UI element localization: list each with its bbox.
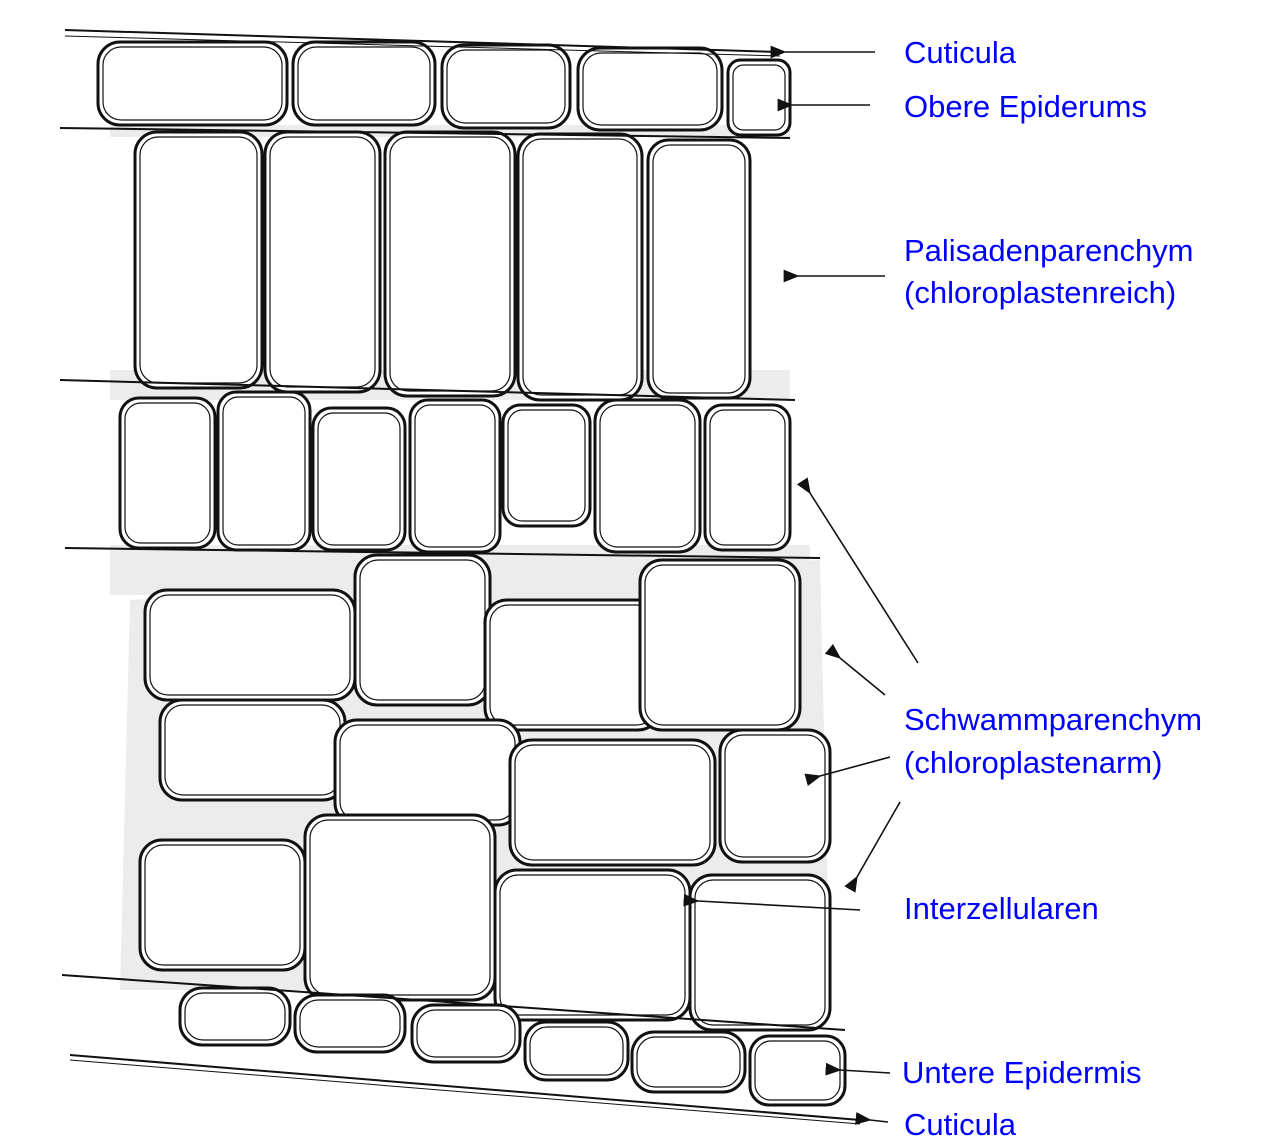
spongy-cell <box>353 553 492 707</box>
palisade-cell <box>216 390 312 552</box>
spongy-cell <box>493 868 692 1022</box>
cuticula-lines <box>59 29 861 1125</box>
palisade-cell-inner-wall <box>414 404 496 548</box>
lower-epidermis-cell <box>178 986 292 1047</box>
upper-epidermis-cell-inner-wall <box>102 46 283 121</box>
palisade-cell <box>593 398 702 554</box>
spongy-cell <box>483 598 662 732</box>
label-spongy: Schwammparenchym <box>904 702 1203 737</box>
palisade-cell <box>118 396 217 550</box>
upper-epidermis-cell <box>291 40 437 127</box>
spongy-cell-inner-wall <box>644 564 796 726</box>
label-arrows <box>683 45 919 1125</box>
palisade-cell <box>383 130 517 398</box>
spongy-cell-inner-wall <box>514 744 711 861</box>
lower-epidermis-cell <box>523 1020 630 1082</box>
lower-epidermis-cell-inner-wall <box>416 1009 516 1058</box>
label-intercellular: Interzellularen <box>904 891 1099 926</box>
label-palisade-note: (chloroplastenreich) <box>904 275 1177 310</box>
palisade-cell-inner-wall <box>709 409 786 546</box>
spongy-cell <box>333 718 522 827</box>
label-lower-epidermis: Untere Epidermis <box>902 1055 1142 1090</box>
label-upper-epidermis: Obere Epiderums <box>904 89 1147 124</box>
spongy-cell <box>303 813 497 1002</box>
spongy-cell <box>688 873 832 1032</box>
palisade-cell-inner-wall <box>124 402 211 544</box>
label-cuticula-top: Cuticula <box>904 35 1016 70</box>
spongy-cell-inner-wall <box>499 874 686 1016</box>
lower-epidermis-cell <box>630 1030 747 1094</box>
upper-epidermis-cell <box>726 58 792 137</box>
spongy-cell-inner-wall <box>149 594 351 696</box>
palisade-cell <box>311 406 407 552</box>
cells <box>96 40 847 1107</box>
spongy-cell-inner-wall <box>309 819 491 996</box>
upper-epidermis-cell-inner-wall <box>582 52 718 126</box>
spongy-cell <box>138 838 307 972</box>
spongy-cell-inner-wall <box>724 734 826 858</box>
palisade-cell <box>646 138 752 400</box>
lower-epidermis-cell <box>293 993 407 1054</box>
lower-epidermis-cell-inner-wall <box>299 999 401 1048</box>
label-cuticula-bottom: Cuticula <box>904 1107 1016 1142</box>
upper-epidermis-cell <box>440 43 572 130</box>
spongy-cell <box>638 558 802 732</box>
palisade-cell-inner-wall <box>222 396 306 546</box>
palisade-cell <box>408 398 502 554</box>
palisade-cell-inner-wall <box>599 404 696 548</box>
upper-epidermis-cell-inner-wall <box>446 49 566 124</box>
spongy-cell <box>143 588 357 702</box>
spongy-cell <box>718 728 832 864</box>
lower-epidermis-cell-inner-wall <box>636 1036 741 1088</box>
palisade-cell-inner-wall <box>317 412 401 546</box>
lower-epidermis-cell <box>410 1003 522 1064</box>
palisade-cell <box>133 130 264 390</box>
spongy-cell <box>158 698 347 802</box>
palisade-cell-inner-wall <box>507 409 586 522</box>
upper-epidermis-cell-inner-wall <box>297 46 431 121</box>
upper-epidermis-cell <box>96 40 289 127</box>
lower-epidermis-cell <box>748 1034 847 1107</box>
lower-epidermis-cell-inner-wall <box>184 992 286 1041</box>
upper-epidermis-cell <box>576 46 724 132</box>
label-palisade: Palisadenparenchym <box>904 233 1194 268</box>
palisade-cell-inner-wall <box>652 144 746 394</box>
upper-epidermis-cell-inner-wall <box>732 64 786 131</box>
palisade-cell <box>516 132 644 402</box>
spongy-cell-inner-wall <box>144 844 301 966</box>
lower-epidermis-cell-inner-wall <box>529 1026 624 1076</box>
palisade-cell <box>501 403 592 528</box>
palisade-cell <box>263 130 382 394</box>
spongy-cell <box>508 738 717 867</box>
palisade-cell <box>703 403 792 552</box>
label-spongy-note: (chloroplastenarm) <box>904 745 1163 780</box>
